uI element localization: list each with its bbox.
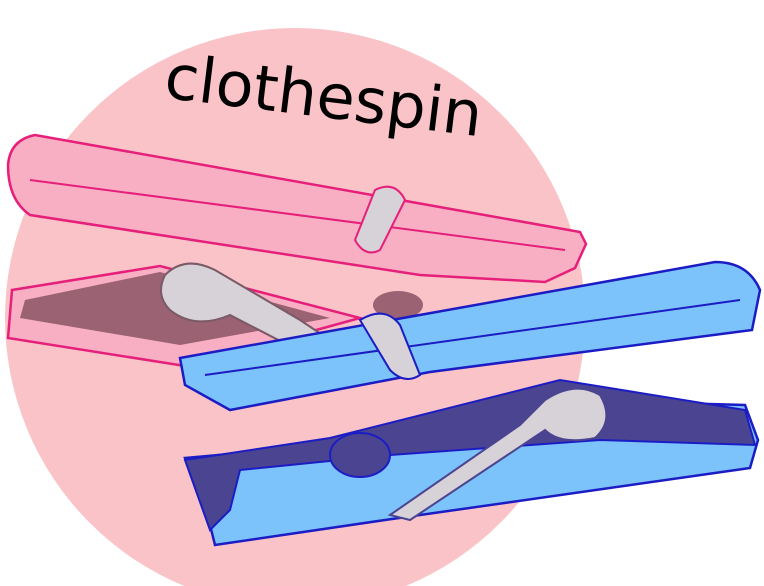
pink-clothespin xyxy=(6,133,588,374)
pink-upper-jaw xyxy=(6,133,588,284)
pink-rivet xyxy=(373,291,423,319)
blue-rivet xyxy=(329,432,391,478)
blue-clothespin xyxy=(178,260,762,547)
blue-spring-coil xyxy=(387,387,608,522)
blue-spring xyxy=(358,312,422,380)
pink-groove-line xyxy=(29,179,566,251)
pink-spring xyxy=(353,185,407,254)
blue-groove-line xyxy=(204,299,741,376)
blue-lower-jaw-shadow xyxy=(183,378,757,532)
blue-upper-jaw xyxy=(178,260,762,412)
